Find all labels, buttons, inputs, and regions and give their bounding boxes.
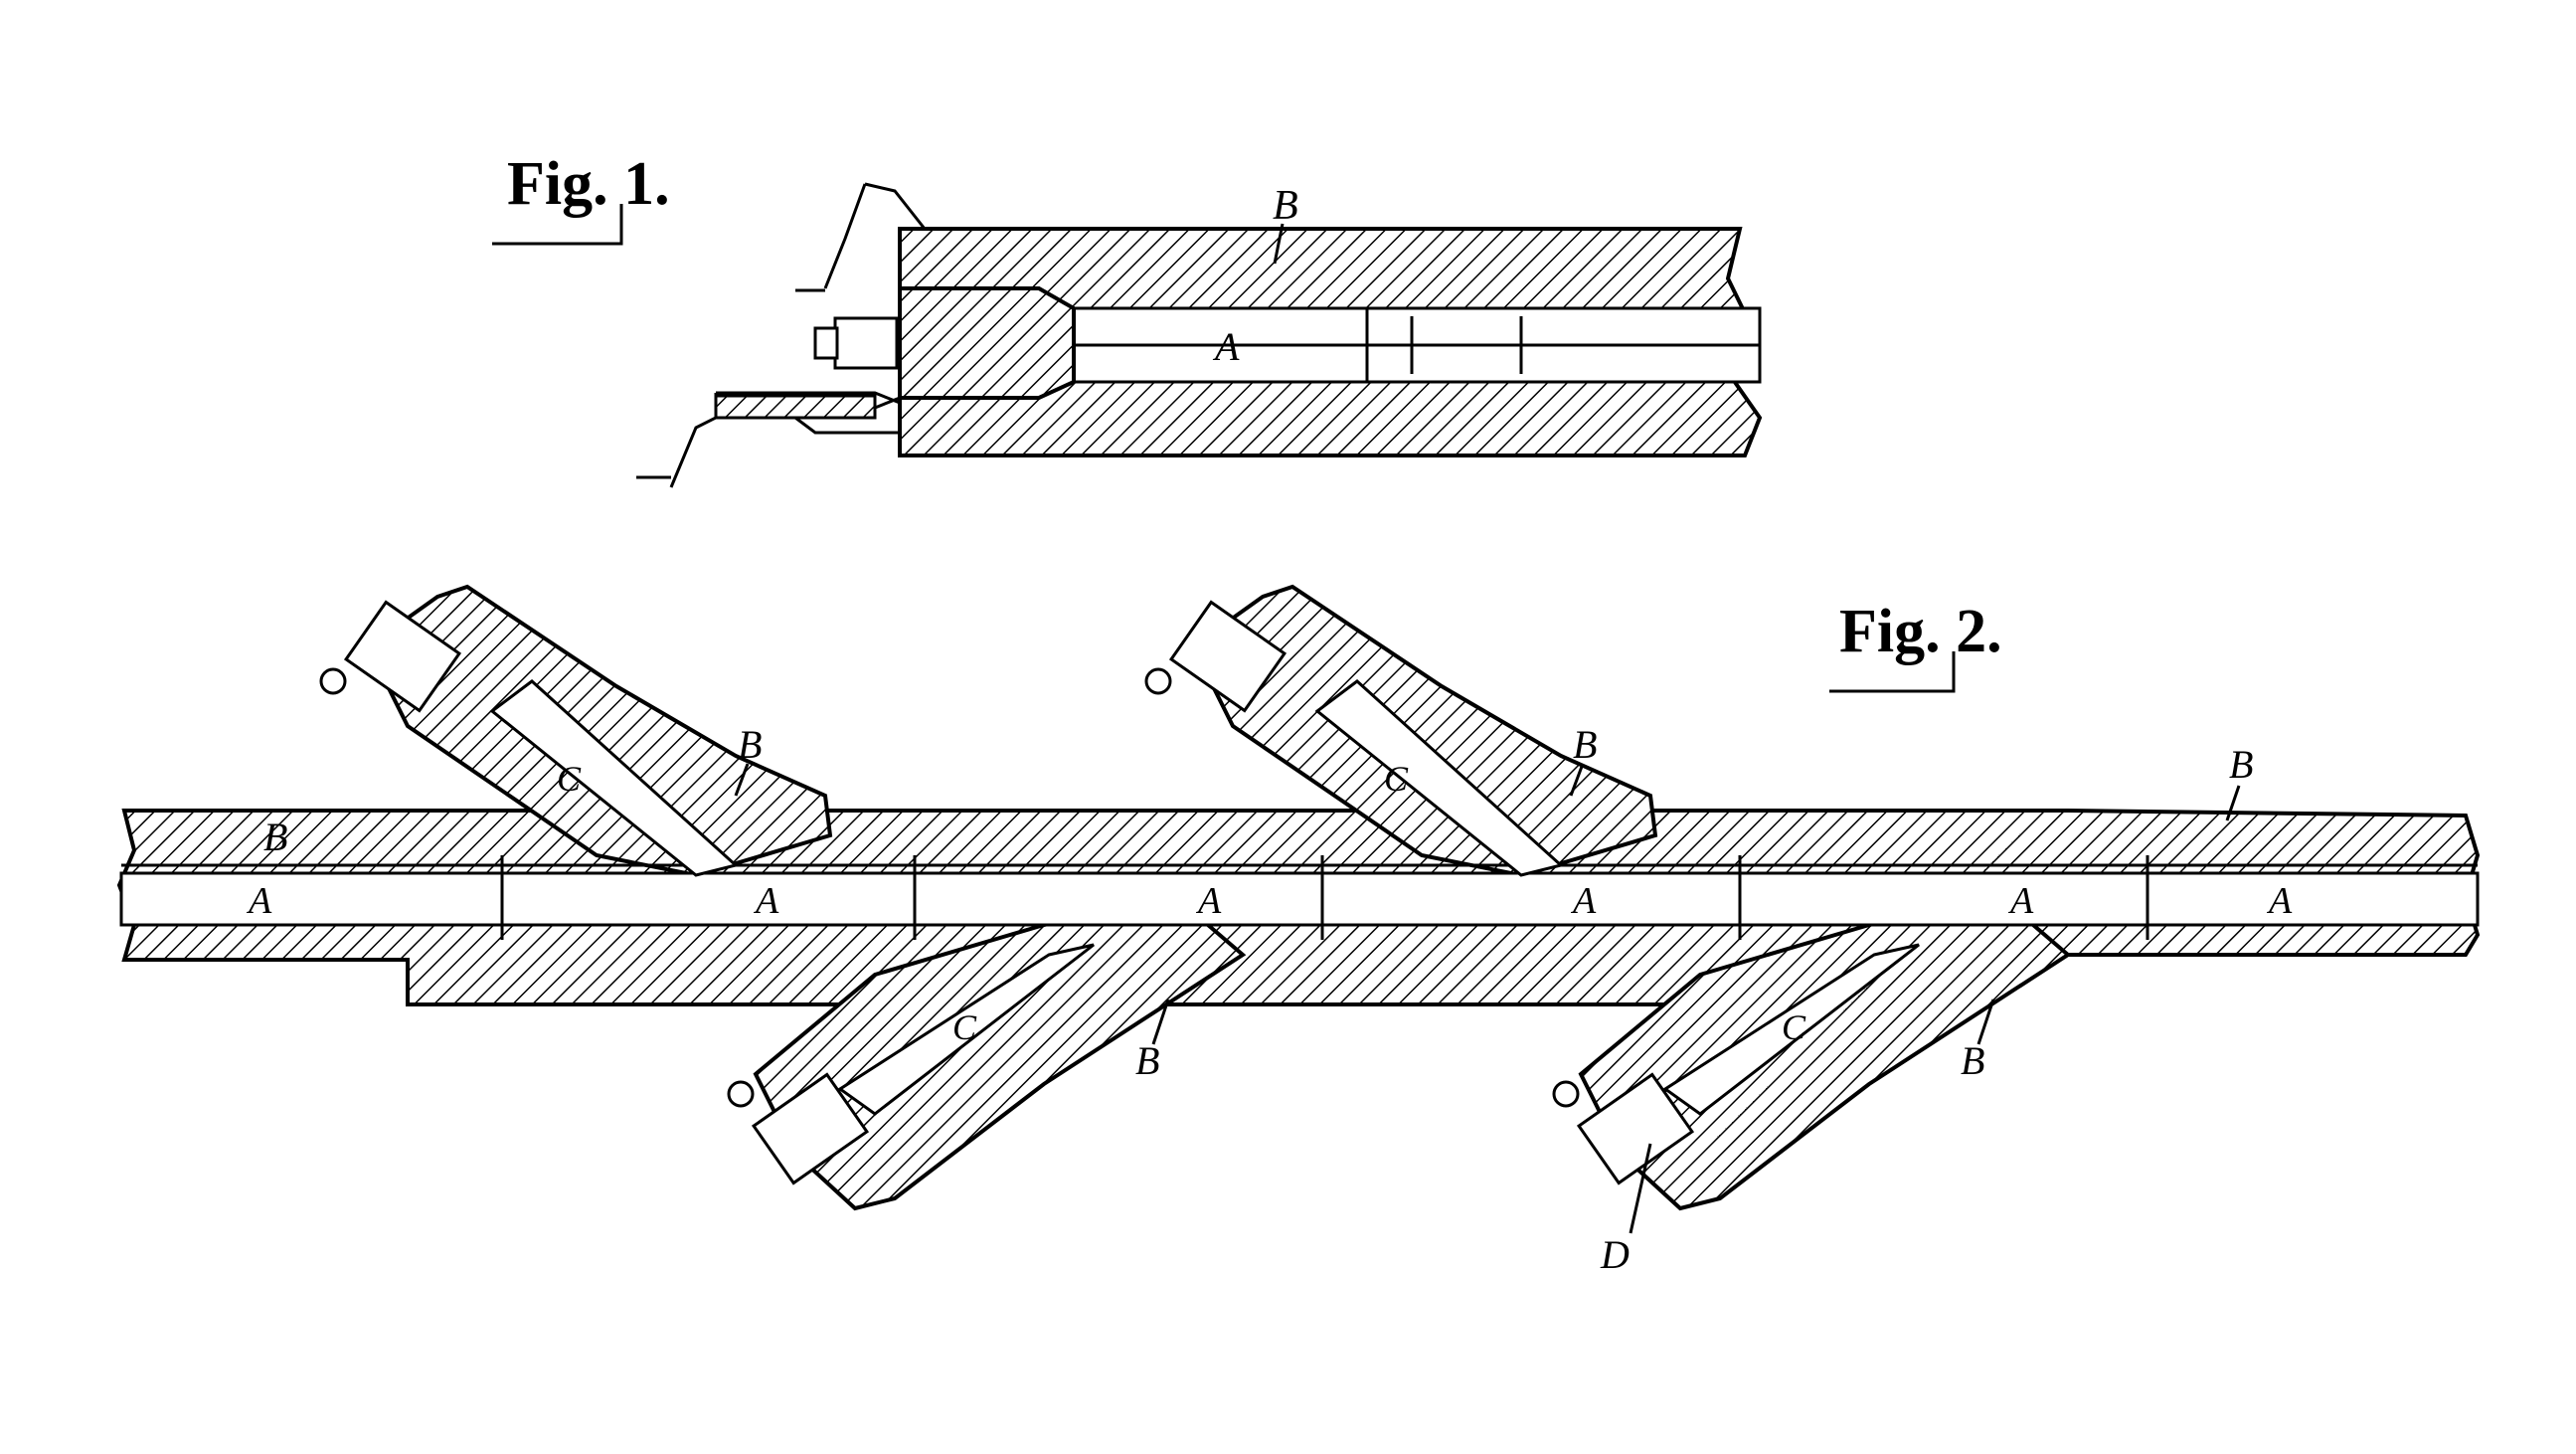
fig2-label-bore-3: A	[1195, 880, 1222, 922]
fig2-label-chamber-3: C	[952, 1007, 977, 1047]
fig1-leader-barrel	[1273, 223, 1285, 265]
fig1-title-underline	[492, 204, 623, 246]
fig2-chamber-3	[837, 943, 1095, 1116]
fig2-bore	[119, 871, 2480, 927]
fig2-label-chamber-1: C	[557, 759, 582, 799]
fig2-chamber-1	[489, 679, 740, 877]
fig2-label-bore-1: A	[246, 880, 272, 922]
fig2-label-barrel-6: B	[1961, 1038, 1984, 1083]
fig2-upper-branch-1	[365, 584, 833, 878]
fig2-label-bore-2: A	[753, 880, 779, 922]
fig1-lock-mechanism	[636, 182, 927, 488]
fig2-label-barrel-3: B	[1573, 722, 1597, 767]
fig2-chamber-2	[1314, 679, 1565, 877]
fig2-label-barrel-2: B	[738, 722, 762, 767]
fig2-label-barrel-5: B	[1135, 1038, 1159, 1083]
figure-1: Fig. 1. B A	[492, 150, 1763, 488]
fig2-label-chamber-2: C	[1384, 759, 1409, 799]
fig2-label-barrel-4: B	[2229, 742, 2253, 787]
fig1-breech-block	[898, 286, 1076, 400]
fig2-title-underline	[1829, 651, 1956, 693]
fig2-upper-branch-2	[1190, 584, 1658, 878]
fig2-label-chamber-4: C	[1782, 1007, 1806, 1047]
fig2-bore-joints	[500, 855, 2149, 940]
fig1-label-barrel: B	[1273, 183, 1298, 229]
fig1-title: Fig. 1.	[507, 150, 670, 218]
fig2-label-breech-plug: D	[1600, 1232, 1630, 1277]
figure-2: Fig. 2.	[116, 584, 2481, 1277]
fig2-label-barrel-1: B	[263, 815, 287, 859]
fig2-label-bore-4: A	[1570, 880, 1597, 922]
fig1-label-bore: A	[1212, 324, 1240, 369]
fig2-label-bore-6: A	[2266, 880, 2293, 922]
fig2-title: Fig. 2.	[1839, 598, 2002, 665]
fig2-label-bore-5: A	[2007, 880, 2034, 922]
fig2-breech-caps	[319, 600, 1695, 1185]
fig2-leaders	[734, 763, 2241, 1234]
fig2-chamber-4	[1662, 943, 1920, 1116]
